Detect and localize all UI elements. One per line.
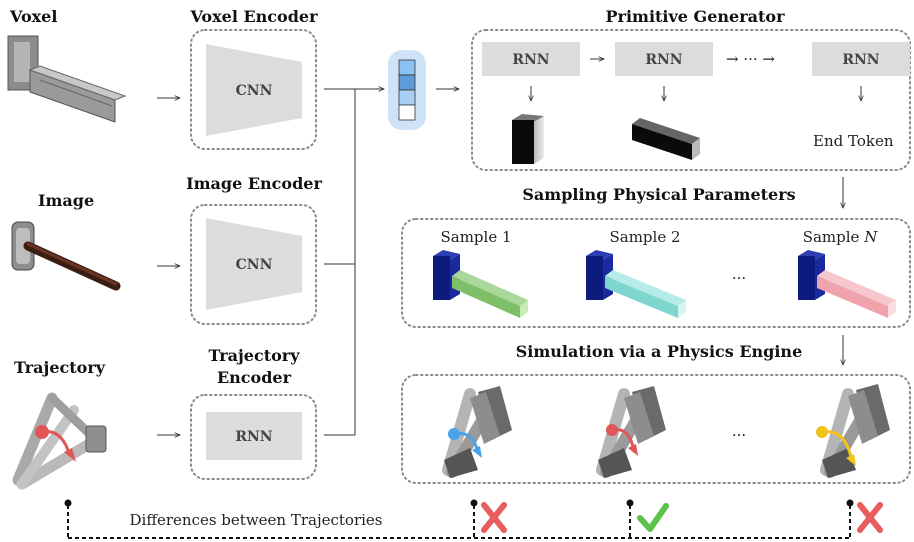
generator-rnn-1 xyxy=(482,42,580,76)
simulation-box xyxy=(401,374,911,484)
feedback-path xyxy=(64,499,854,539)
feedback-label: Differences between Trajectories xyxy=(130,511,383,529)
primitive-block-horizontal xyxy=(632,118,700,160)
image-cnn-shape xyxy=(206,218,302,310)
simulation-n-shape xyxy=(816,384,890,478)
cross-icon xyxy=(481,502,507,533)
cross-icon xyxy=(857,502,883,533)
simulation-ellipsis: ··· xyxy=(732,426,746,444)
trajectory-encoder-box xyxy=(190,394,317,480)
sample-n-shape xyxy=(798,250,896,318)
voxel-encoder-title: Voxel Encoder xyxy=(189,7,318,26)
image-cnn-label: CNN xyxy=(236,257,273,273)
sampling-title: Sampling Physical Parameters xyxy=(522,185,795,204)
primitive-block-vertical xyxy=(512,114,544,164)
end-token-label: End Token xyxy=(813,132,894,150)
voxel-input-title: Voxel xyxy=(9,7,57,26)
image-encoder-title: Image Encoder xyxy=(186,174,322,193)
simulation-title: Simulation via a Physics Engine xyxy=(516,342,803,361)
simulation-1-shape xyxy=(442,386,512,478)
voxel-encoder-box xyxy=(190,29,317,150)
generator-rnn-2-label: RNN xyxy=(645,52,682,68)
voxel-cnn-label: CNN xyxy=(236,83,273,99)
generator-ellipsis: → ··· → xyxy=(726,50,775,68)
simulation-2-shape xyxy=(596,386,666,478)
sample-2-label: Sample 2 xyxy=(609,228,680,246)
image-input-title: Image xyxy=(38,191,94,210)
trajectory-object-picture xyxy=(12,392,107,490)
encoder-merge-lines xyxy=(324,89,384,436)
sampling-box xyxy=(401,218,911,328)
check-icon xyxy=(637,503,669,532)
sample-2-shape xyxy=(586,250,686,318)
trajectory-encoder-title-line2: Encoder xyxy=(217,368,292,387)
generator-rnn-1-label: RNN xyxy=(512,52,549,68)
generator-rnn-n-label: RNN xyxy=(842,52,879,68)
trajectory-rnn-shape xyxy=(206,412,302,460)
trajectory-rnn-label: RNN xyxy=(235,429,272,445)
sample-1-shape xyxy=(433,250,528,318)
generator-rnn-n xyxy=(812,42,910,76)
voxel-hammer-picture xyxy=(7,35,127,123)
image-hammer-picture xyxy=(11,221,121,291)
image-encoder-box xyxy=(190,204,317,325)
primitive-generator-box xyxy=(471,29,911,171)
sample-n-label: Sample N xyxy=(803,228,879,246)
trajectory-encoder-title-line1: Trajectory xyxy=(208,346,300,365)
primitive-generator-title: Primitive Generator xyxy=(605,7,785,26)
trajectory-input-title: Trajectory xyxy=(14,358,106,377)
sampling-ellipsis: ··· xyxy=(732,269,746,287)
latent-vector xyxy=(388,50,426,130)
voxel-cnn-shape xyxy=(206,44,302,136)
sample-1-label: Sample 1 xyxy=(440,228,511,246)
generator-rnn-2 xyxy=(615,42,713,76)
